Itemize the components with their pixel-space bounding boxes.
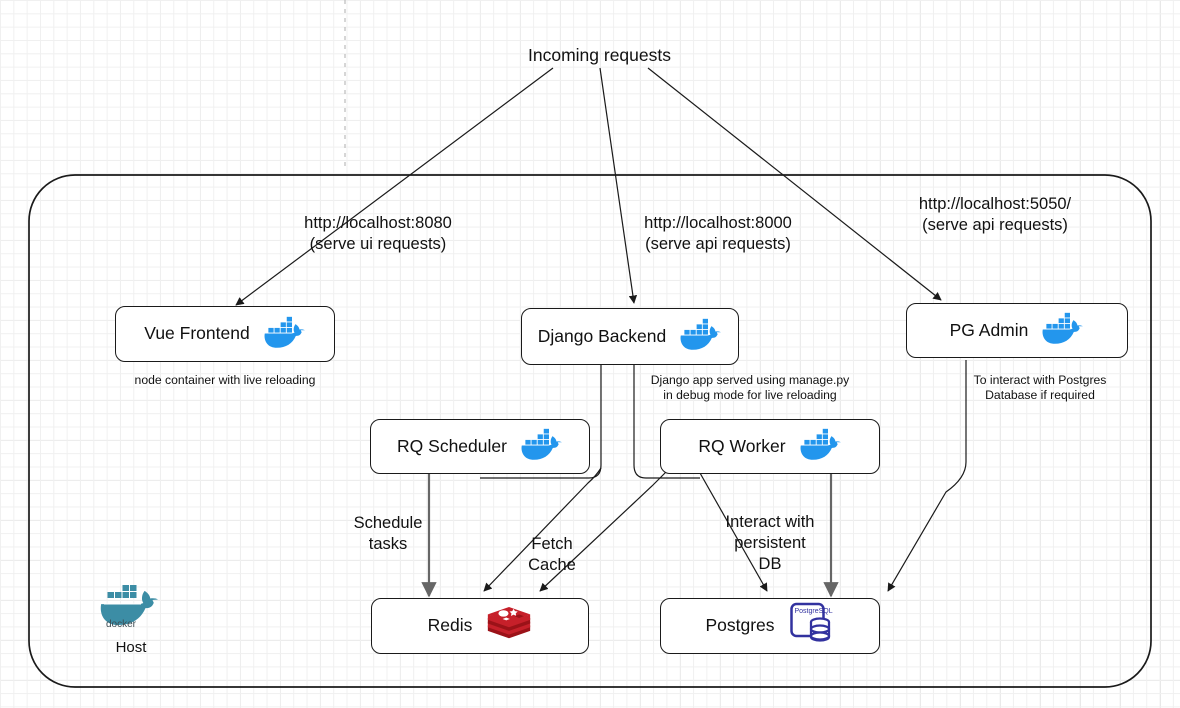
node-redis-label: Redis [427, 615, 473, 636]
edge-label-schedule-tasks: Schedule tasks [353, 514, 423, 554]
edge-incoming-to-django [599, 67, 638, 304]
edge-label-fetch-cache: Fetch Cache [528, 535, 576, 575]
postgresql-logo-icon: PostgreSQL [789, 602, 835, 651]
node-postgres[interactable]: Postgres PostgreSQL [660, 598, 880, 654]
edge-label-persistent-db: Interact with persistent DB [725, 513, 815, 574]
caption-pg-admin: To interact with Postgres Database if re… [973, 373, 1107, 402]
edge-incoming-to-pgadmin [647, 67, 942, 301]
docker-host-whale-icon: docker [100, 585, 158, 630]
edge-label-django-endpoint: http://localhost:8000 (serve api request… [644, 214, 792, 254]
edge-label-pgadmin-endpoint: http://localhost:5050/ (serve api reques… [918, 195, 1072, 235]
edge-label-vue-endpoint: http://localhost:8080 (serve ui requests… [304, 214, 452, 254]
docker-whale-icon [1042, 311, 1084, 350]
node-rq-scheduler-label: RQ Scheduler [397, 435, 507, 456]
redis-logo-icon [486, 604, 532, 649]
edge-incoming-to-vue [235, 67, 554, 306]
node-rq-worker-label: RQ Worker [698, 435, 786, 456]
node-vue-frontend-label: Vue Frontend [144, 323, 250, 344]
node-django-backend-label: Django Backend [537, 325, 667, 346]
docker-whale-icon [680, 317, 722, 356]
node-vue-frontend[interactable]: Vue Frontend [115, 306, 335, 362]
node-django-backend[interactable]: Django Backend [521, 308, 739, 365]
node-rq-worker[interactable]: RQ Worker [660, 419, 880, 474]
docker-whale-icon [264, 315, 306, 354]
docker-host-boundary [28, 174, 1152, 688]
docker-host-badge: docker Host [88, 583, 174, 655]
docker-host-label: Host [115, 639, 147, 656]
docker-whale-icon [800, 427, 842, 466]
svg-text:PostgreSQL: PostgreSQL [794, 608, 832, 615]
node-redis[interactable]: Redis [371, 598, 589, 654]
node-postgres-label: Postgres [705, 615, 775, 636]
caption-django-backend: Django app served using manage.py in deb… [650, 373, 850, 402]
node-pg-admin-label: PG Admin [949, 319, 1029, 340]
node-pg-admin[interactable]: PG Admin [906, 303, 1128, 358]
caption-vue-frontend: node container with live reloading [134, 373, 316, 387]
page-title: Incoming requests [528, 45, 671, 65]
node-rq-scheduler[interactable]: RQ Scheduler [370, 419, 590, 474]
docker-whale-icon [521, 427, 563, 466]
docker-wordmark: docker [106, 619, 137, 629]
